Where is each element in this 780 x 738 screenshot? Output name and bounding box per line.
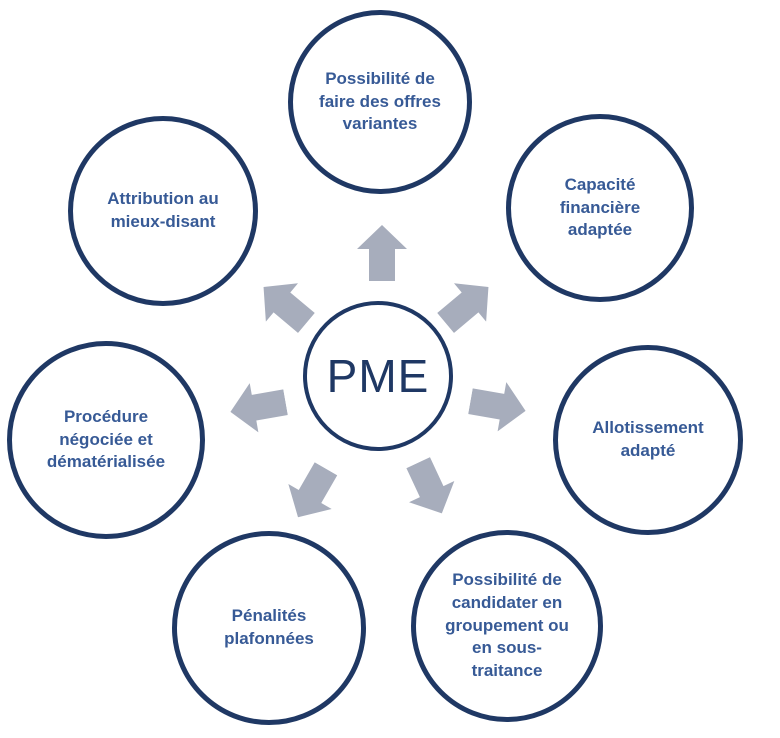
node-offres-variantes: Possibilité de faire des offres variante… bbox=[288, 10, 472, 194]
node-label-allotissement-adapte: Allotissement adapté bbox=[592, 418, 704, 460]
node-label-attribution-mieux-disant: Attribution au mieux-disant bbox=[107, 189, 219, 231]
node-candidater-groupement: Possibilité de candidater en groupement … bbox=[411, 530, 603, 722]
arrow-up-icon bbox=[357, 225, 407, 281]
node-label-capacite-financiere: Capacité financière adaptée bbox=[559, 174, 641, 240]
node-capacite-financiere: Capacité financière adaptée bbox=[506, 114, 694, 302]
node-label-penalites-plafonnees: Pénalités plafonnées bbox=[224, 606, 314, 648]
arrow-left-icon bbox=[226, 378, 290, 437]
arrow-up-left-icon bbox=[247, 268, 322, 342]
node-label-procedure-negociee: Procédure négociée et dématérialisée bbox=[46, 406, 166, 472]
arrow-down-right-icon bbox=[396, 452, 465, 524]
center-node-pme: PME bbox=[303, 301, 453, 451]
node-allotissement-adapte: Allotissement adapté bbox=[553, 345, 743, 535]
arrow-up-right-icon bbox=[429, 268, 504, 342]
node-attribution-mieux-disant: Attribution au mieux-disant bbox=[68, 116, 258, 306]
node-label-candidater-groupement: Possibilité de candidater en groupement … bbox=[445, 569, 569, 681]
node-label-offres-variantes: Possibilité de faire des offres variante… bbox=[319, 68, 441, 134]
center-node-label: PME bbox=[326, 350, 430, 402]
arrow-right-icon bbox=[466, 377, 530, 436]
arrow-down-left-icon bbox=[276, 456, 347, 529]
node-penalites-plafonnees: Pénalités plafonnées bbox=[172, 531, 366, 725]
node-procedure-negociee: Procédure négociée et dématérialisée bbox=[7, 341, 205, 539]
